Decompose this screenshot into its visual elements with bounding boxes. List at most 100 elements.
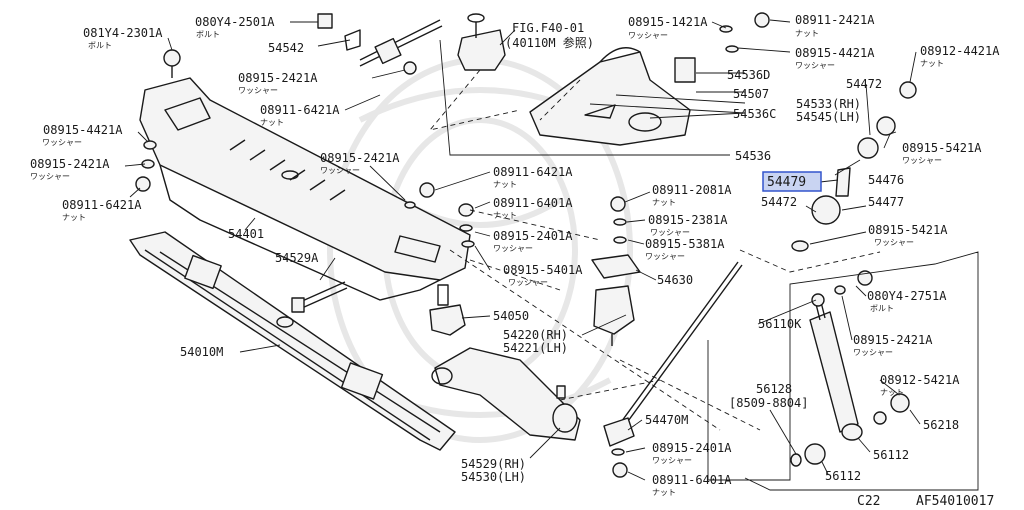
label-08912-4421A: 08912-4421A — [920, 44, 1000, 58]
shock-bracket-outline — [707, 251, 979, 491]
svg-text:ナット: ナット — [493, 211, 517, 220]
label-54476: 54476 — [868, 173, 904, 187]
label-080Y4-2501A: 080Y4-2501A — [195, 15, 275, 29]
label-08911-6401A-center: 08911-6401A — [493, 196, 573, 210]
label-54220-rh: 54220(RH) — [503, 328, 568, 342]
svg-text:ワッシャー: ワッシャー — [320, 166, 360, 175]
label-08911-2081A: 08911-2081A — [652, 183, 732, 197]
label-56112-a: 56112 — [873, 448, 909, 462]
label-08915-5421A-right: 08915-5421A — [902, 141, 982, 155]
svg-text:ナット: ナット — [260, 118, 284, 127]
label-08915-2421A-right: 08915-2421A — [853, 333, 933, 347]
label-54010M: 54010M — [180, 345, 223, 359]
svg-text:54479: 54479 — [767, 175, 806, 190]
svg-text:ワッシャー: ワッシャー — [30, 172, 70, 181]
label-8509-8804: [8509-8804] — [729, 396, 808, 410]
labels: 081Y4-2301A ボルト 080Y4-2501A ボルト 54542 FI… — [30, 13, 1000, 509]
label-56128: 56128 — [756, 382, 792, 396]
svg-text:ボルト: ボルト — [88, 41, 112, 50]
svg-text:ワッシャー: ワッシャー — [853, 348, 893, 357]
shock-absorber-56110K — [809, 293, 863, 441]
label-08915-5421A-mid: 08915-5421A — [868, 223, 948, 237]
label-08915-2421A-center: 08915-2421A — [320, 151, 400, 165]
label-54533-rh: 54533(RH) — [796, 97, 861, 111]
svg-text:ボルト: ボルト — [870, 304, 894, 313]
label-54542: 54542 — [268, 41, 304, 55]
bushing-stack-54477 — [811, 116, 896, 225]
svg-text:ナット: ナット — [920, 59, 944, 68]
label-54529-rh: 54529(RH) — [461, 457, 526, 471]
label-08915-2401A-bottom: 08915-2401A — [652, 441, 732, 455]
bracket-54542 — [344, 19, 443, 67]
svg-text:ナット: ナット — [880, 388, 904, 397]
label-54470M: 54470M — [645, 413, 688, 427]
label-54536: 54536 — [735, 149, 771, 163]
dashed-lines — [428, 69, 881, 431]
svg-text:ナット: ナット — [62, 213, 86, 222]
label-08911-2421A: 08911-2421A — [795, 13, 875, 27]
tension-rod-54470M — [603, 261, 743, 447]
footer-diagram-code: AF54010017 — [916, 494, 994, 509]
svg-text:ナット: ナット — [652, 198, 676, 207]
svg-text:ワッシャー: ワッシャー — [628, 31, 668, 40]
svg-text:ワッシャー: ワッシャー — [652, 456, 692, 465]
label-080Y4-2751A: 080Y4-2751A — [867, 289, 947, 303]
label-08915-4421A-left: 08915-4421A — [43, 123, 123, 137]
label-08911-6421A-mid: 08911-6421A — [260, 103, 340, 117]
label-08915-2421A-top: 08915-2421A — [238, 71, 318, 85]
label-08915-2421A-left: 08915-2421A — [30, 157, 110, 171]
label-08915-2381A: 08915-2381A — [648, 213, 728, 227]
crossmember-54401 — [139, 77, 471, 301]
label-08915-2401A-center: 08915-2401A — [493, 229, 573, 243]
label-54479-highlighted: 54479 — [762, 171, 822, 192]
label-54536D: 54536D — [727, 68, 770, 82]
label-08915-5401A: 08915-5401A — [503, 263, 583, 277]
label-08911-6401A-bottom: 08911-6401A — [652, 473, 732, 487]
svg-text:ワッシャー: ワッシャー — [238, 86, 278, 95]
footer-page-code: C22 — [857, 494, 880, 509]
label-08911-6421A-left: 08911-6421A — [62, 198, 142, 212]
label-08915-4421A: 08915-4421A — [795, 46, 875, 60]
label-54545-lh: 54545(LH) — [796, 110, 861, 124]
svg-text:(40110M 参照): (40110M 参照) — [505, 35, 594, 50]
bracket-54220 — [593, 285, 635, 346]
label-08915-5381A: 08915-5381A — [645, 237, 725, 251]
label-54630: 54630 — [657, 273, 693, 287]
svg-text:ワッシャー: ワッシャー — [645, 252, 685, 261]
label-08911-6421A-center: 08911-6421A — [493, 165, 573, 179]
leader-lines — [124, 19, 921, 481]
svg-text:ワッシャー: ワッシャー — [795, 61, 835, 70]
svg-text:ボルト: ボルト — [196, 30, 220, 39]
label-54472-mid: 54472 — [761, 195, 797, 209]
svg-text:ワッシャー: ワッシャー — [42, 138, 82, 147]
label-54472-top: 54472 — [846, 77, 882, 91]
lower-arm-54529 — [431, 347, 581, 441]
bushing-54050 — [429, 284, 466, 336]
bolt-54529A — [291, 281, 348, 313]
svg-text:ワッシャー: ワッシャー — [874, 238, 914, 247]
hardware-small — [135, 12, 917, 478]
label-56218: 56218 — [923, 418, 959, 432]
svg-text:ナット: ナット — [652, 488, 676, 497]
label-56110K: 56110K — [758, 317, 802, 331]
label-54536C: 54536C — [733, 107, 776, 121]
label-54050: 54050 — [493, 309, 529, 323]
label-08912-5421A: 08912-5421A — [880, 373, 960, 387]
label-54507: 54507 — [733, 87, 769, 101]
svg-text:ワッシャー: ワッシャー — [508, 278, 548, 287]
label-54401: 54401 — [228, 227, 264, 241]
leaf-spring-54010M — [129, 231, 456, 451]
svg-text:ワッシャー: ワッシャー — [493, 244, 533, 253]
svg-text:ナット: ナット — [493, 180, 517, 189]
label-54477: 54477 — [868, 195, 904, 209]
svg-text:ナット: ナット — [795, 29, 819, 38]
upper-arm-54533 — [529, 47, 696, 146]
label-081Y4-2301A: 081Y4-2301A — [83, 26, 163, 40]
engine-mount — [457, 13, 506, 71]
label-08915-1421A: 08915-1421A — [628, 15, 708, 29]
label-54529A: 54529A — [275, 251, 319, 265]
label-54221-lh: 54221(LH) — [503, 341, 568, 355]
svg-text:ワッシャー: ワッシャー — [902, 156, 942, 165]
label-56112-b: 56112 — [825, 469, 861, 483]
